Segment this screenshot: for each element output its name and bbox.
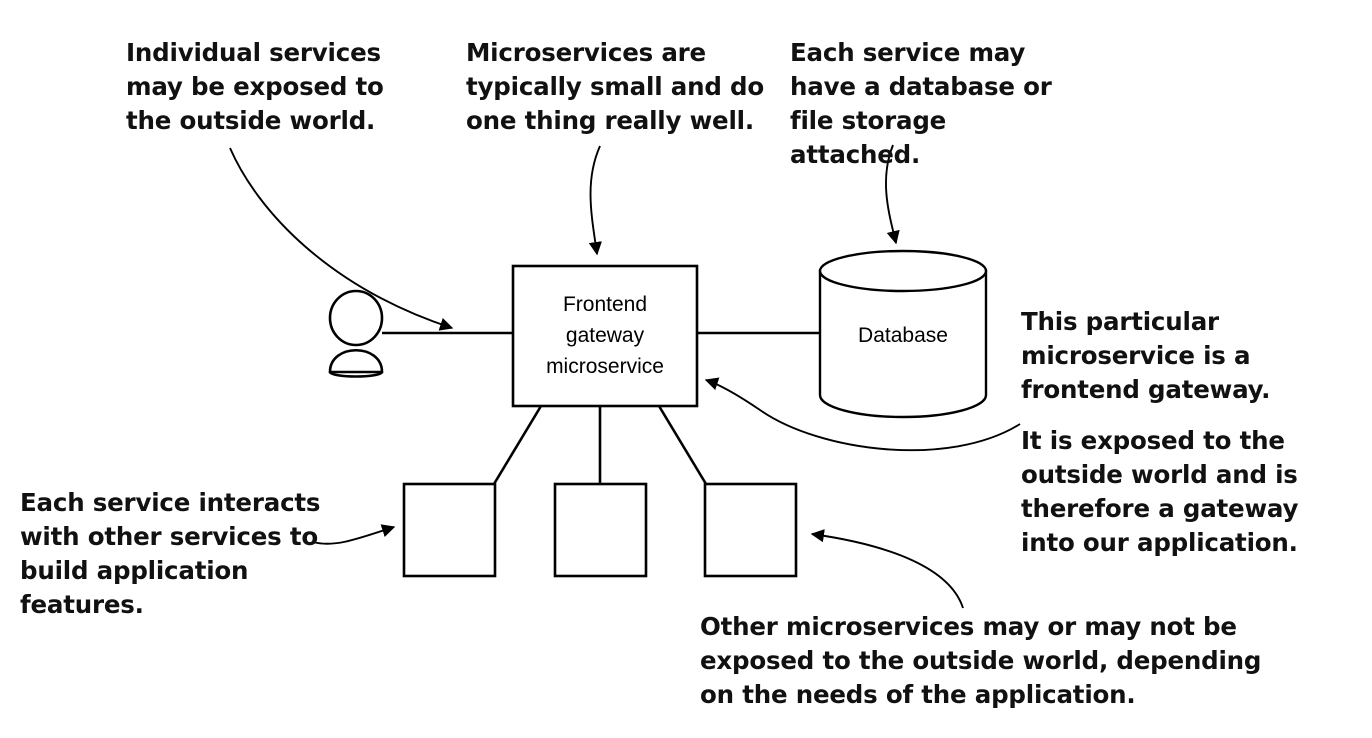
callout-arrow-service-interacts [312, 524, 396, 545]
service-box-2 [553, 482, 648, 578]
annotation-database-storage: Each service may have a database or file… [790, 38, 1052, 169]
database-cylinder [818, 249, 988, 419]
callout-arrow-frontend-gateway [704, 377, 1021, 452]
frontend-gateway-box [511, 264, 699, 408]
connector-frontend-service-3 [657, 405, 708, 485]
annotation-services-exposed: Individual services may be exposed to th… [126, 38, 384, 135]
service-box-1 [402, 482, 497, 578]
annotation-exposed-outside: It is exposed to the outside world and i… [1021, 426, 1299, 557]
service-box-3 [703, 482, 798, 578]
callout-arrow-services-exposed [229, 147, 454, 331]
connector-frontend-service-1 [492, 405, 543, 485]
annotation-other-exposed: Other microservices may or may not be ex… [700, 612, 1262, 709]
frontend-gateway-label: Frontend gateway microservice [546, 293, 664, 378]
callout-arrow-small-one-thing [588, 145, 602, 256]
annotation-frontend-gateway: This particular microservice is a fronte… [1021, 307, 1271, 404]
database-label: Database [858, 324, 948, 347]
annotation-service-interacts: Each service interacts with other servic… [20, 488, 321, 619]
callout-arrow-database-storage [885, 144, 900, 245]
callout-arrow-other-exposed [810, 529, 964, 609]
annotation-small-one-thing: Microservices are typically small and do… [466, 38, 764, 135]
actor-icon [328, 289, 384, 378]
